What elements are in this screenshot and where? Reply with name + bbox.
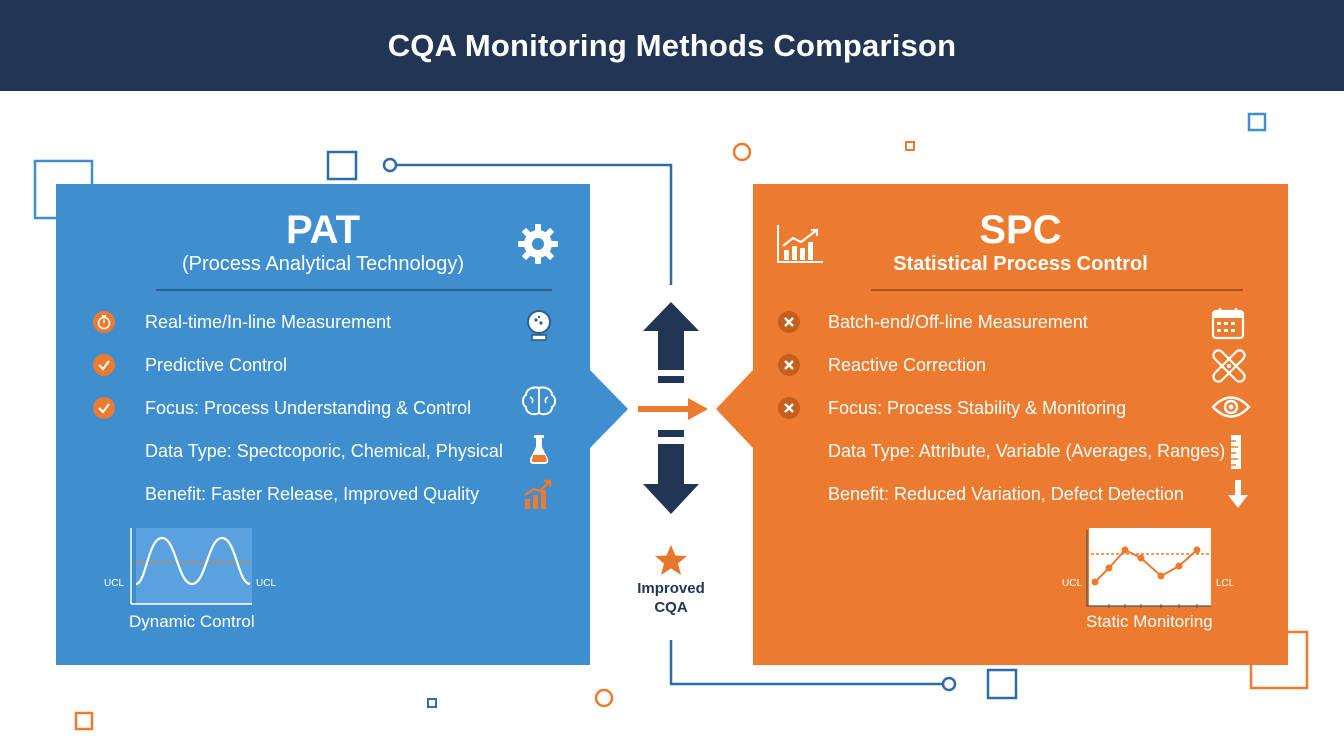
deco-square [986, 668, 1018, 700]
static-monitoring-chart [1086, 528, 1211, 608]
x-circle-icon [778, 311, 800, 333]
spc-title: SPC [979, 208, 1062, 252]
improved-cqa-label: Improved CQA [637, 580, 705, 616]
pat-chart-caption: Dynamic Control [129, 612, 255, 631]
deco-square [74, 711, 94, 731]
stopwatch-icon [93, 311, 115, 333]
deco-circle [732, 142, 752, 162]
x-circle-icon [778, 354, 800, 376]
chart-label-right: LCL [1216, 578, 1235, 589]
chart-label-left: UCL [1062, 578, 1083, 589]
connector-top [397, 163, 673, 285]
connector-node-top [382, 157, 398, 173]
spc-panel: SPC Statistical Process Control Batch-en… [753, 184, 1288, 665]
spc-item-4: Data Type: Attribute, Variable (Averages… [828, 441, 1226, 461]
spc-chart-caption: Static Monitoring [1086, 612, 1213, 631]
calendar-icon [1211, 306, 1245, 345]
pat-item-5: Benefit: Faster Release, Improved Qualit… [145, 484, 480, 504]
gear-icon [516, 222, 560, 271]
check-circle-icon [93, 397, 115, 419]
pat-item-2: Predictive Control [145, 355, 288, 375]
eye-icon [1211, 394, 1251, 425]
pat-title: PAT [285, 208, 361, 252]
deco-square [905, 141, 915, 151]
deco-square [326, 150, 358, 181]
page-title: CQA Monitoring Methods Comparison [387, 27, 957, 63]
deco-circle [594, 688, 614, 708]
dynamic-control-chart [130, 528, 252, 605]
deco-square [427, 698, 437, 708]
pat-item-3: Focus: Process Understanding & Control [145, 398, 472, 418]
flask-icon [526, 433, 552, 472]
down-arrow-icon [1227, 478, 1249, 515]
x-circle-icon [778, 397, 800, 419]
pat-item-1: Real-time/In-line Measurement [145, 312, 392, 332]
connector-bottom [669, 640, 943, 686]
rising-bars-icon [522, 477, 554, 516]
pat-item-4: Data Type: Spectcoporic, Chemical, Physi… [145, 441, 503, 461]
pat-divider [156, 289, 552, 291]
brain-icon [520, 385, 558, 422]
ruler-icon [1229, 434, 1243, 475]
chart-label-left: UCL [104, 578, 125, 589]
growth-chart-icon [775, 222, 825, 271]
spc-divider [871, 289, 1243, 291]
spc-subtitle: Statistical Process Control [893, 253, 1148, 275]
check-circle-icon [93, 354, 115, 376]
deco-square [1247, 112, 1267, 132]
chart-label-right: UCL [256, 578, 277, 589]
spc-item-5: Benefit: Reduced Variation, Defect Detec… [828, 484, 1184, 504]
spc-item-1: Batch-end/Off-line Measurement [828, 312, 1088, 332]
bandage-icon [1211, 348, 1247, 389]
connector-node-bottom [941, 676, 957, 692]
header-bar: CQA Monitoring Methods Comparison [0, 0, 1344, 91]
pat-subtitle: (Process Analytical Technology) [182, 253, 464, 275]
spc-item-3: Focus: Process Stability & Monitoring [828, 398, 1127, 418]
sensor-probe-icon [524, 308, 554, 349]
spc-item-2: Reactive Correction [828, 355, 987, 375]
pat-panel: PAT (Process Analytical Technology) Real… [56, 184, 590, 665]
